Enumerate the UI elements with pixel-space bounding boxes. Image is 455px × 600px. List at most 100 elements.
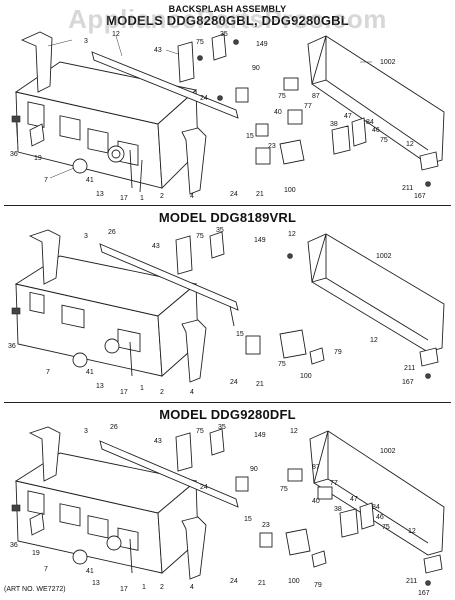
callout-17: 17 [120, 195, 128, 202]
callout-4: 4 [190, 193, 194, 200]
callout-12-top: 12 [112, 31, 120, 38]
bracket-part-43 [175, 432, 193, 472]
callout-84: 84 [366, 119, 374, 126]
bracket-part-43 [175, 235, 193, 275]
callout-100: 100 [300, 373, 312, 380]
clip-part-36 [11, 115, 21, 123]
callout-1002: 1002 [380, 448, 396, 455]
callout-12-right: 12 [408, 528, 416, 535]
callout-21: 21 [256, 381, 264, 388]
callout-77: 77 [330, 480, 338, 487]
callout-79: 79 [314, 582, 322, 589]
timer-part-100 [279, 139, 305, 165]
section-divider-2 [4, 402, 451, 403]
section-2-diagram: 3 26 43 75 35 149 12 1002 15 12 36 7 41 … [8, 227, 445, 396]
bracket-part-211 [423, 554, 443, 574]
bracket-part-211 [419, 151, 439, 171]
callout-1: 1 [142, 584, 146, 591]
callout-labels-1: 3 12 43 75 35 149 1002 90 24 75 87 77 40… [10, 31, 426, 202]
callout-40: 40 [274, 109, 282, 116]
top-rail-part-26 [99, 243, 239, 311]
switch-part-38 [339, 508, 359, 538]
switch-part-90 [235, 476, 249, 492]
control-panel-2 [14, 255, 199, 377]
callout-211: 211 [406, 578, 417, 585]
callout-15: 15 [236, 331, 244, 338]
knob-part-7 [72, 549, 88, 565]
section-2-title: MODEL DDG8189VRL [158, 210, 297, 225]
section-3-diagram: 3 26 43 75 35 149 12 1002 24 90 75 87 77… [10, 424, 445, 597]
control-panel-3 [14, 452, 199, 574]
callout-12-right: 12 [406, 141, 414, 148]
callout-149: 149 [254, 432, 266, 439]
callout-2: 2 [160, 389, 164, 396]
callout-75-a: 75 [196, 233, 204, 240]
callout-26: 26 [110, 424, 118, 431]
callout-24: 24 [230, 379, 238, 386]
callout-12-top: 12 [288, 231, 296, 238]
callout-87: 87 [312, 93, 320, 100]
callout-75-a: 75 [196, 39, 204, 46]
callout-13: 13 [96, 191, 104, 198]
end-cap-part-3 [28, 229, 61, 285]
callout-77: 77 [304, 103, 312, 110]
callout-211: 211 [404, 365, 415, 372]
callout-75-b: 75 [278, 361, 286, 368]
callout-36: 36 [10, 542, 18, 549]
screw-part-167 [425, 181, 431, 187]
top-rail-part-12 [91, 51, 239, 119]
callout-36: 36 [8, 343, 16, 350]
section-1-title: MODELS DDG8280GBL, DDG9280GBL [106, 13, 349, 28]
callout-21: 21 [258, 580, 266, 587]
callout-47: 47 [350, 496, 358, 503]
callout-75-b: 75 [280, 486, 288, 493]
callout-26: 26 [108, 229, 116, 236]
switch-part-79 [309, 347, 325, 365]
callout-2: 2 [160, 193, 164, 200]
screw-part-12 [287, 253, 293, 259]
callout-24-b: 24 [230, 191, 238, 198]
switch-part-87 [283, 77, 299, 91]
bracket-part-23 [255, 147, 271, 165]
control-panel-1 [14, 61, 199, 190]
assembly-title: BACKSPLASH ASSEMBLY [168, 4, 287, 14]
end-cap-part-3 [20, 31, 53, 93]
callout-149: 149 [256, 41, 268, 48]
switch-part-87 [287, 468, 303, 482]
bracket-part-35 [209, 231, 225, 259]
art-number: (ART NO. WE7272) [4, 586, 66, 593]
callout-84: 84 [372, 504, 380, 511]
callout-90: 90 [252, 65, 260, 72]
callout-7: 7 [44, 566, 48, 573]
top-rail-part-26 [99, 440, 239, 508]
callout-38: 38 [330, 121, 338, 128]
knob-part-19 [29, 512, 45, 536]
clip-part-36 [11, 307, 21, 315]
callout-19: 19 [34, 155, 42, 162]
callout-36: 36 [10, 151, 18, 158]
callout-3: 3 [84, 233, 88, 240]
callout-75-b: 75 [278, 93, 286, 100]
knob-part-7 [72, 158, 88, 174]
switch-part-79 [311, 550, 327, 568]
callout-43: 43 [152, 243, 160, 250]
back-cover-part-1002 [307, 35, 445, 165]
callout-4: 4 [190, 389, 194, 396]
switch-part-38 [331, 125, 351, 155]
callout-75-a: 75 [196, 428, 204, 435]
end-cap-part-4 [181, 127, 207, 195]
knob-part-7 [72, 352, 88, 368]
switch-part-77 [317, 486, 333, 500]
callout-211: 211 [402, 185, 413, 192]
end-cap-part-4 [181, 319, 207, 383]
callout-100: 100 [288, 578, 300, 585]
timer-part-100 [279, 329, 307, 359]
callout-35: 35 [218, 424, 226, 431]
callout-23: 23 [262, 522, 270, 529]
callout-40: 40 [312, 498, 320, 505]
callout-3: 3 [84, 38, 88, 45]
callout-149: 149 [254, 237, 266, 244]
screw-part-149 [233, 39, 239, 45]
callout-167: 167 [418, 590, 430, 597]
bracket-part-43 [177, 41, 195, 83]
